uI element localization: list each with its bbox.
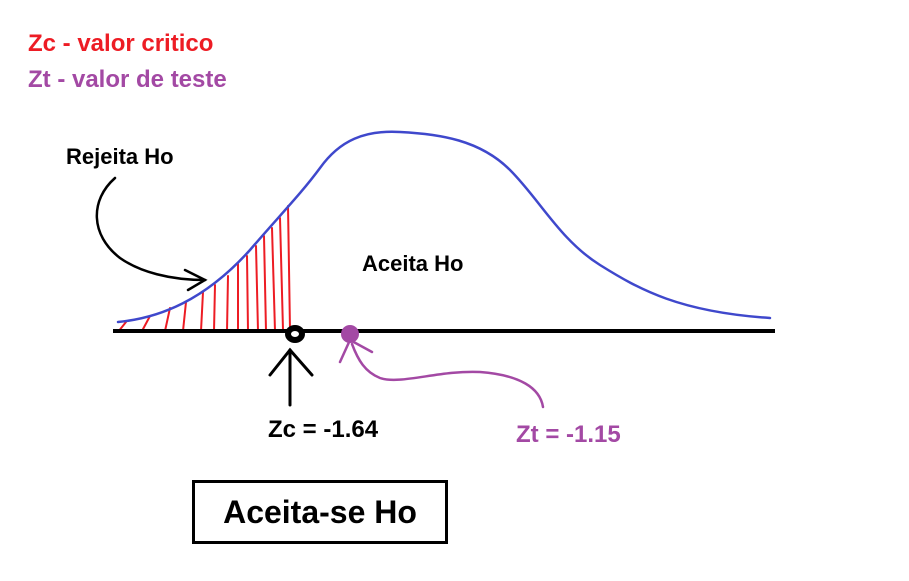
rejection-region-hatching xyxy=(117,205,291,333)
conclusion-box: Aceita-se Ho xyxy=(192,480,448,544)
distribution-curve xyxy=(116,130,772,324)
reject-region-arrow xyxy=(95,176,208,292)
accept-region-label: Aceita Ho xyxy=(362,251,464,276)
legend-test-value: Zt - valor de teste xyxy=(28,66,227,93)
test-value-label: Zt = -1.15 xyxy=(516,421,621,448)
legend-critical-value: Zc - valor critico xyxy=(28,30,214,57)
critical-value-arrow xyxy=(268,347,314,407)
test-value-connector xyxy=(338,338,545,409)
conclusion-label: Aceita-se Ho xyxy=(223,493,417,530)
reject-region-label: Rejeita Ho xyxy=(66,144,174,169)
test-value-marker xyxy=(341,325,359,343)
critical-value-label: Zc = -1.64 xyxy=(268,416,379,443)
